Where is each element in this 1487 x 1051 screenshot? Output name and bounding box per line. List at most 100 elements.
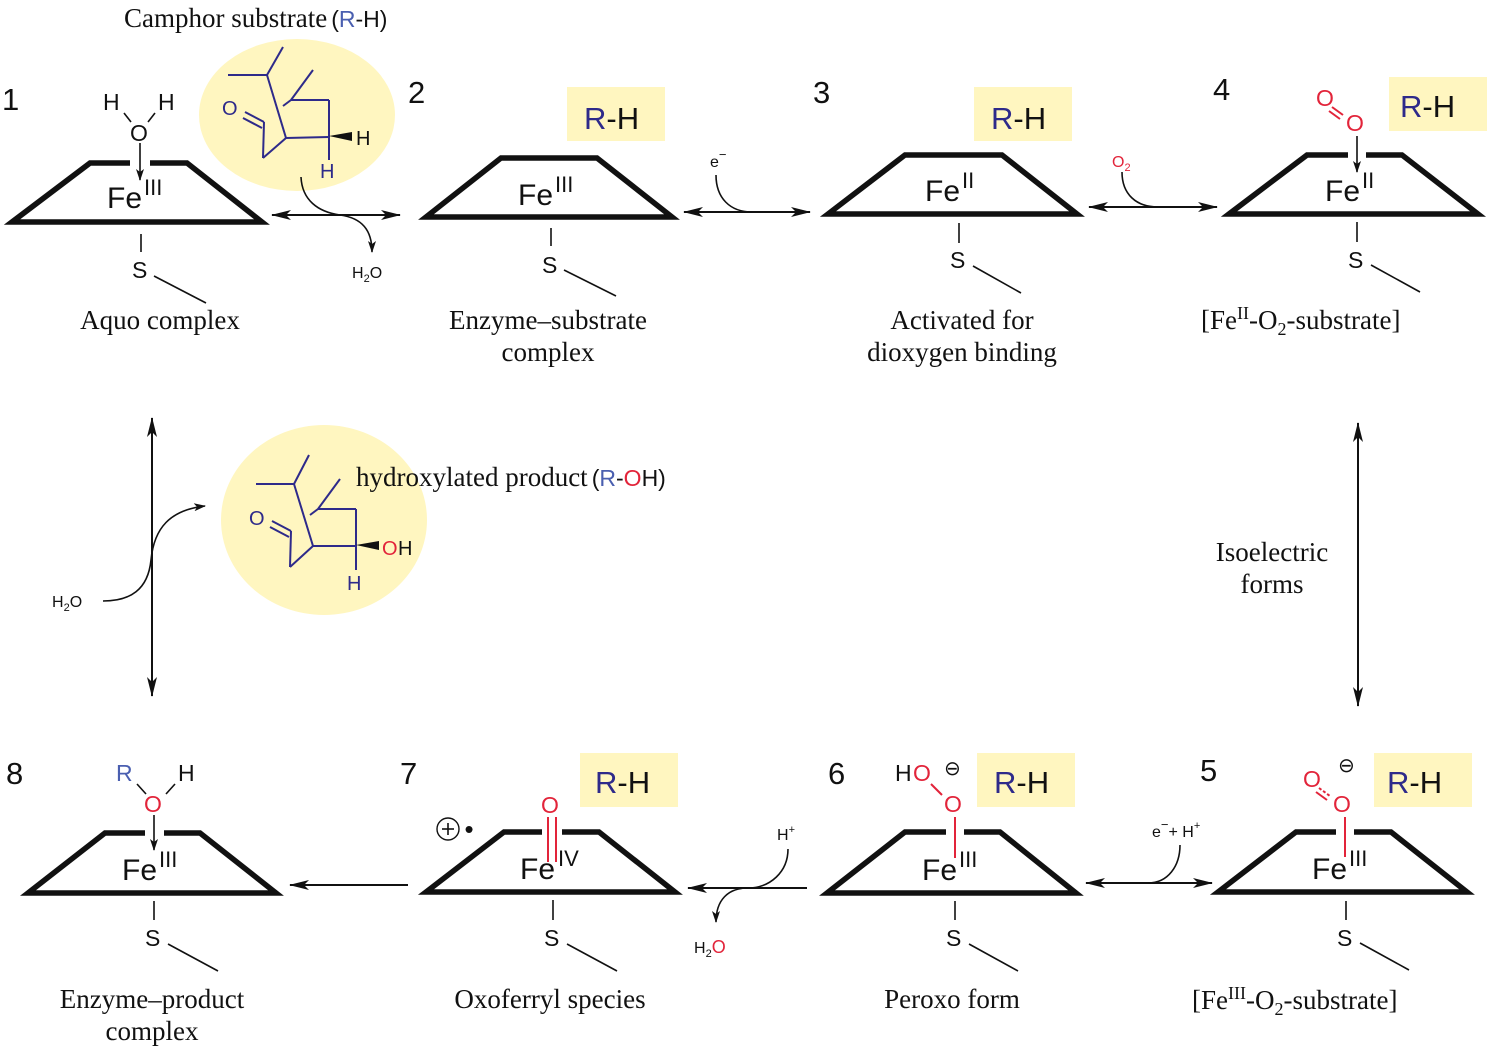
substrate-r: R (1400, 89, 1422, 124)
camphor-title-open: ( (331, 6, 339, 32)
thiolate-s: S (132, 257, 147, 283)
product-title-o: O (624, 465, 642, 491)
electron-added: e− (710, 147, 727, 171)
fe-label: Fe (1312, 853, 1347, 886)
substrate-h: -H (1422, 89, 1455, 124)
state-label-line2: complex (502, 337, 595, 367)
state-number: 1 (2, 82, 19, 117)
svg-text:R-H: R-H (1387, 765, 1442, 800)
substrate-r: R (595, 765, 617, 800)
thiolate-s: S (145, 925, 160, 951)
svg-text:R-H: R-H (1400, 89, 1455, 124)
camphor-substrate: Camphor substrate(R-H) O H H (124, 3, 395, 191)
svg-text:FeIII: FeIII (922, 847, 977, 887)
ligand-o: O (130, 120, 148, 146)
svg-text:FeII: FeII (925, 168, 974, 208)
arrow-2-3-reduction: e− (683, 147, 811, 217)
substrate-box (567, 87, 665, 141)
ligand-h: H (895, 760, 912, 786)
state-label-line2: dioxygen binding (867, 337, 1057, 367)
product-ketone-o: O (249, 508, 265, 530)
substrate-h: -H (1409, 765, 1442, 800)
camphor-title-rest: -H) (356, 6, 388, 32)
fe-label: Fe (922, 854, 957, 887)
thiolate-s: S (1348, 247, 1363, 273)
fe-label: Fe (518, 179, 553, 212)
state-label: [FeII-O2-substrate] (1201, 303, 1400, 339)
water-released: H2O (352, 265, 382, 285)
svg-text:Camphor substrate(R-H): Camphor substrate(R-H) (124, 3, 387, 33)
state-1-aquo-complex: 1 H H O FeIII S Aquo complex (2, 82, 270, 335)
state-label: Peroxo form (884, 984, 1020, 1014)
svg-text:R-H: R-H (584, 101, 639, 136)
thiolate-s: S (542, 252, 557, 278)
water-added: H2O (52, 594, 82, 614)
product-oh-h: H (398, 538, 412, 560)
substrate-r: R (584, 101, 606, 136)
svg-text:R-H: R-H (994, 765, 1049, 800)
proton-added: H+ (777, 824, 795, 844)
oxidation-state: II (962, 168, 974, 193)
oxidation-state: III (555, 172, 573, 197)
camphor-ketone-o: O (222, 98, 238, 120)
isoelectric-label: Isoelectric (1216, 537, 1328, 567)
cation-radical-icon (436, 817, 460, 841)
substrate-h: -H (606, 101, 639, 136)
oxidation-state: III (144, 175, 162, 200)
arrow-6-7-oxygen-cleavage: H+ H2O (687, 824, 807, 960)
svg-text:FeII: FeII (1325, 168, 1374, 208)
ligand-o-top: O (913, 760, 931, 786)
ligand-o-bottom: O (944, 791, 962, 817)
state-label: Oxoferryl species (454, 984, 645, 1014)
product-title-r: R (599, 465, 616, 491)
ligand-o: O (144, 791, 162, 817)
radical-dot: • (464, 814, 473, 844)
camphor-title: Camphor substrate (124, 3, 327, 33)
ligand-h-right: H (158, 89, 175, 115)
arrow-1-2-substrate-binding: H2O (271, 176, 401, 285)
arrow-4-5-isoelectric: Isoelectric forms (1216, 422, 1363, 707)
svg-text:R-H: R-H (595, 765, 650, 800)
state-6-peroxo-form: 6 R-H H O O ⊖ FeIII S Peroxo form (819, 753, 1084, 1014)
oxidation-state: III (159, 847, 177, 872)
state-number: 3 (813, 75, 830, 110)
state-label-line2: complex (106, 1016, 199, 1046)
electron-proton-added: e−+ H+ (1152, 817, 1200, 841)
state-label: [FeIII-O2-substrate] (1192, 983, 1397, 1019)
svg-text:FeIII: FeIII (107, 175, 162, 215)
state-number: 5 (1200, 753, 1217, 788)
fe-label: Fe (122, 854, 157, 887)
fe-label: Fe (1325, 175, 1360, 208)
ligand-o-top: O (1303, 766, 1321, 792)
water-released: H2O (694, 937, 726, 960)
state-number: 6 (828, 756, 845, 791)
camphor-h-down: H (320, 161, 334, 183)
substrate-highlight (199, 39, 395, 191)
svg-text:FeIII: FeIII (518, 172, 573, 212)
oxidation-state: III (959, 847, 977, 872)
state-label: Enzyme–substrate (449, 305, 647, 335)
svg-text:FeIII: FeIII (1312, 846, 1367, 886)
svg-text:R-H: R-H (991, 101, 1046, 136)
substrate-box (974, 87, 1072, 141)
camphor-title-r: R (339, 6, 356, 32)
oxygen-added: O2 (1112, 154, 1131, 174)
substrate-box (977, 753, 1075, 807)
camphor-structure (228, 46, 352, 160)
substrate-h: -H (1013, 101, 1046, 136)
substrate-h: -H (617, 765, 650, 800)
arrow-3-4-oxygen-binding: O2 (1088, 154, 1218, 212)
superoxide-charge: ⊖ (1338, 755, 1355, 777)
ligand-o-top: O (1316, 85, 1334, 111)
fe-label: Fe (925, 175, 960, 208)
substrate-r: R (991, 101, 1013, 136)
product-oh-o: O (382, 538, 398, 560)
thiolate-s: S (950, 247, 965, 273)
state-label: Aquo complex (80, 305, 240, 335)
state-number: 4 (1213, 72, 1230, 107)
state-number: 2 (408, 75, 425, 110)
ligand-o-bottom: O (1346, 110, 1364, 136)
substrate-box (1389, 77, 1487, 131)
